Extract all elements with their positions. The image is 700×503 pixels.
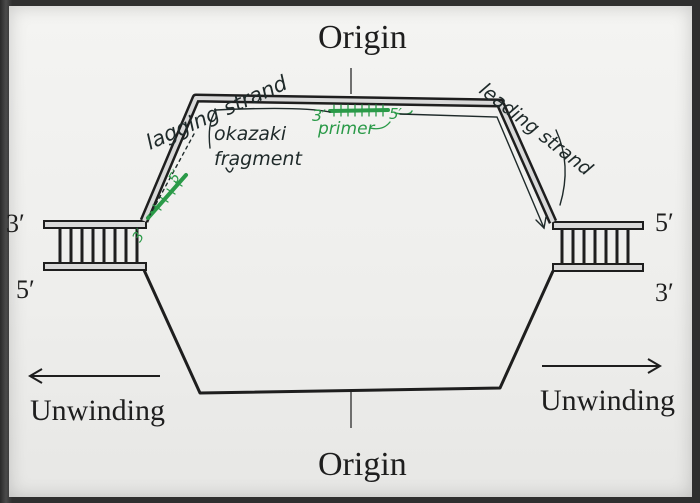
primer-annotation: primer — [317, 119, 376, 139]
replication-bubble — [139, 93, 558, 395]
origin-label-top: Origin — [318, 19, 407, 56]
okazaki-annotation-line2: fragment — [214, 148, 303, 170]
leading-strand-annotation: leading strand — [475, 79, 597, 181]
okazaki-annotation-line1: okazaki — [214, 123, 287, 145]
green-primer-marks — [146, 104, 413, 220]
left-bottom-end-label: 5′ — [16, 275, 35, 304]
unwinding-label-right: Unwinding — [540, 384, 675, 417]
unwinding-arrow-right — [542, 358, 662, 374]
left-dna-duplex — [43, 220, 147, 271]
end-3-top-annotation: 3′ — [312, 106, 326, 125]
pen-arrows — [149, 107, 566, 230]
right-top-end-label: 5′ — [655, 208, 674, 237]
right-base-pairs — [560, 229, 630, 264]
right-bottom-end-label: 3′ — [655, 278, 674, 307]
unwinding-label-left: Unwinding — [30, 394, 165, 427]
origin-label-bottom: Origin — [318, 446, 407, 483]
left-base-pairs — [58, 228, 139, 263]
bottom-strand — [142, 269, 555, 395]
unwinding-arrow-left — [28, 368, 160, 384]
left-top-end-label: 3′ — [6, 209, 25, 238]
top-strand-fill — [142, 96, 555, 223]
right-dna-duplex — [552, 221, 644, 272]
end-5-top-annotation: 5′ — [389, 105, 403, 123]
